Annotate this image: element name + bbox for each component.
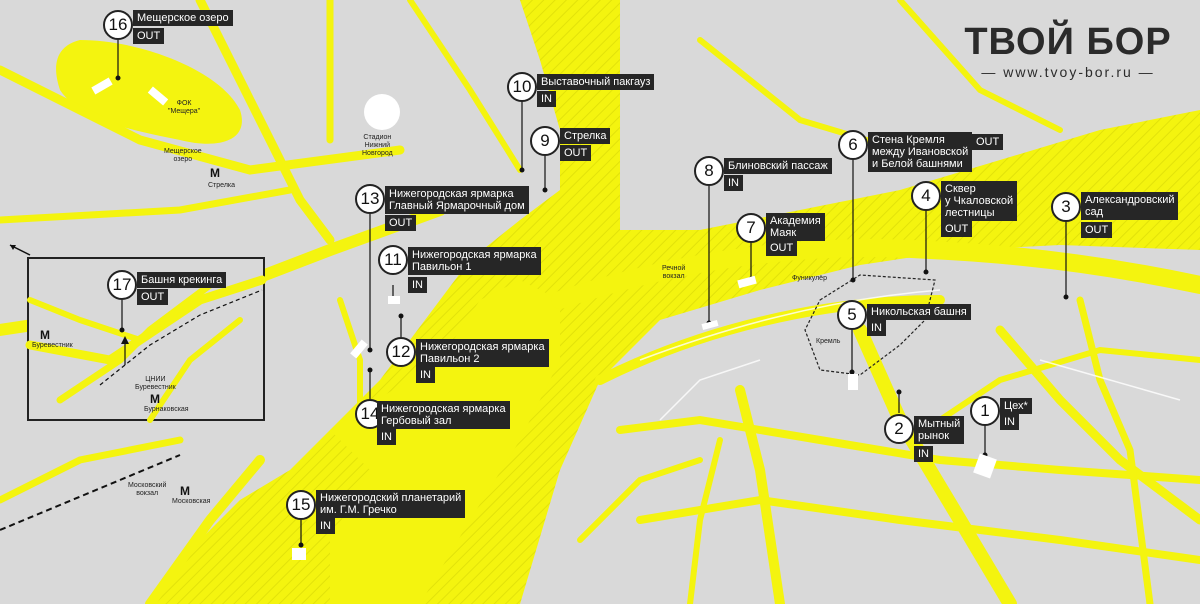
point-number[interactable]: 8 [694,156,724,186]
metro-strelka-icon: М [210,166,220,180]
point-name: Александровский сад [1081,192,1179,220]
point-number[interactable]: 13 [355,184,385,214]
kremlin-label: Кремль [816,338,841,345]
lake-label: Мещерское озеро [164,148,202,163]
point-number[interactable]: 3 [1051,192,1081,222]
funicular-label: Фуникулёр [792,275,827,282]
point-name: Выставочный пакгауз [537,74,655,90]
point-status-badge: OUT [766,240,798,256]
point-number[interactable]: 16 [103,10,133,40]
point-name: Никольская башня [867,304,971,320]
metro-burevestnik-icon: М [40,328,50,342]
point-status-badge: IN [867,320,886,336]
point-number[interactable]: 9 [530,126,560,156]
point-number[interactable]: 1 [970,396,1000,426]
point-name: Нижегородская ярмарка Павильон 1 [408,247,541,275]
point-name: Мытный рынок [914,416,965,444]
brand-url: — www.tvoy-bor.ru — [981,64,1155,80]
point-status-badge: OUT [560,145,592,161]
moscow-station-label: Московский вокзал [128,482,167,497]
brand-logo: ТВОЙ БОР — www.tvoy-bor.ru — [948,22,1188,80]
point-name: Нижегородская ярмарка Гербовый зал [377,401,510,429]
point-number[interactable]: 6 [838,130,868,160]
point-status-badge: IN [316,518,335,534]
burnakovskaya-label: Бурнаковская [144,406,189,413]
point-number[interactable]: 11 [378,245,408,275]
point-status-badge: IN [724,175,743,191]
point-status-badge: OUT [137,289,169,305]
point-name: Мещерское озеро [133,10,233,26]
point-name: Блиновский пассаж [724,158,832,174]
point-status-badge: OUT [941,221,973,237]
point-status-badge: OUT [133,28,165,44]
point-number[interactable]: 15 [286,490,316,520]
point-name: Стрелка [560,128,611,144]
point-number[interactable]: 7 [736,213,766,243]
point-status-badge: IN [1000,414,1019,430]
point-name: Академия Маяк [766,213,825,241]
point-number[interactable]: 12 [386,337,416,367]
point-status-badge: OUT [385,215,417,231]
strelka-metro-label: Стрелка [208,182,236,189]
point-number[interactable]: 5 [837,300,867,330]
point-number[interactable]: 17 [107,270,137,300]
cniii-label: ЦНИИ Буревестник [135,376,176,391]
point-number[interactable]: 4 [911,181,941,211]
river-station-label: Речной вокзал [662,265,686,280]
point-name: Стена Кремля между Ивановской и Белой ба… [868,132,973,172]
moskovskaya-label: Московская [172,498,211,505]
point-status-badge: IN [914,446,933,462]
stadium-label: Стадион Нижний Новгород [362,134,393,157]
fok-label: ФОК "Мещера" [168,100,201,115]
point-name: Нижегородская ярмарка Главный Ярмарочный… [385,186,529,214]
point-status-badge: IN [416,367,435,383]
point-status-badge: OUT [1081,222,1113,238]
point-status-badge: IN [537,91,556,107]
metro-burnakovskaya-icon: М [150,392,160,406]
point-name: Нижегородский планетарий им. Г.М. Гречко [316,490,466,518]
metro-moskovskaya-icon: М [180,484,190,498]
point-status-badge: IN [408,277,427,293]
brand-title: ТВОЙ БОР [964,21,1172,63]
point-name: Нижегородская ярмарка Павильон 2 [416,339,549,367]
burevestnik-label: Буревестник [32,342,73,349]
point-name: Башня крекинга [137,272,227,288]
point-name: Цех* [1000,398,1032,414]
point-name: Сквер у Чкаловской лестницы [941,181,1018,221]
point-status-badge: IN [377,429,396,445]
point-number[interactable]: 10 [507,72,537,102]
point-status-badge: OUT [972,134,1004,150]
point-number[interactable]: 2 [884,414,914,444]
